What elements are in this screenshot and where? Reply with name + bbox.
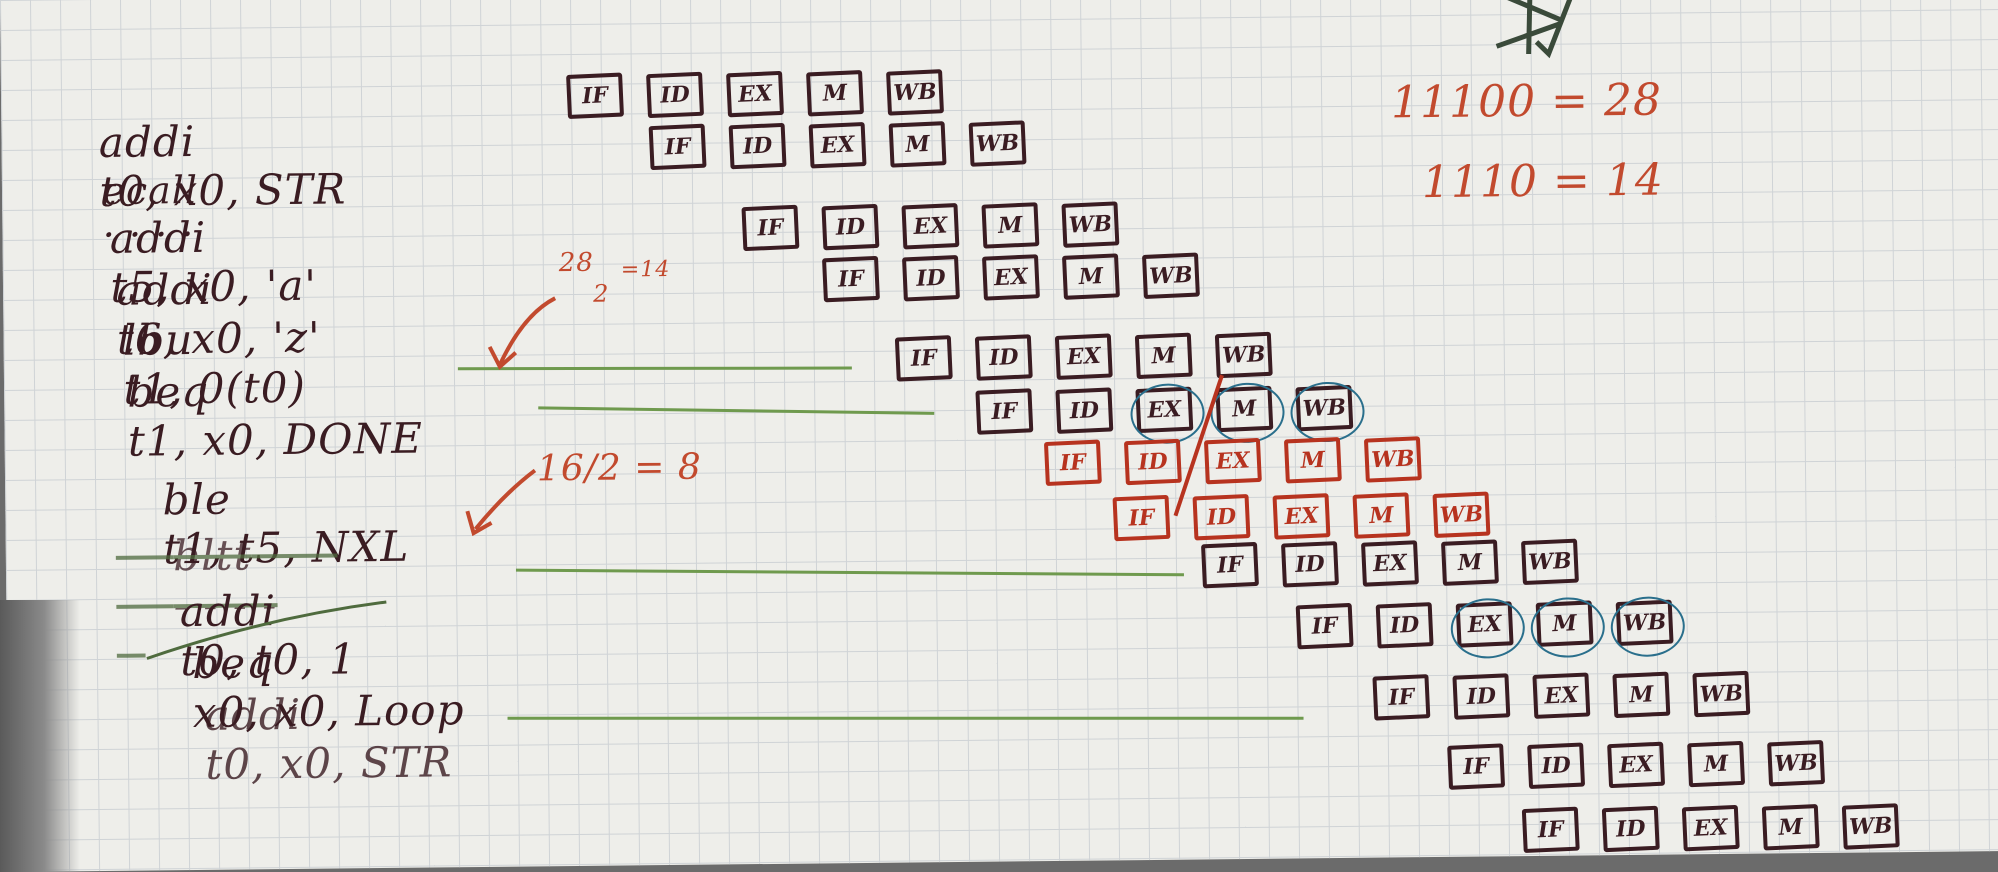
page-edge-shadow [0,600,80,872]
top-doodle [1495,0,1579,59]
arrow-to-lbu [498,296,557,366]
arrow-to-ble [474,468,537,531]
strike-squiggle [146,600,387,660]
forwarding-arrow [1173,374,1224,517]
arrow-head [465,510,493,537]
arrow-head [487,345,518,371]
